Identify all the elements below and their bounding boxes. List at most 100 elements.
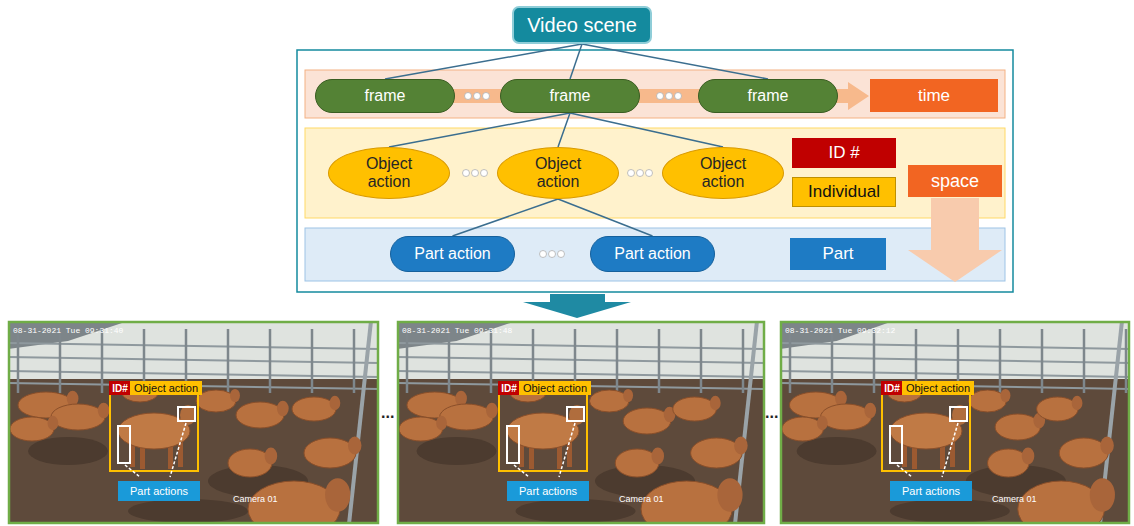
fence-post [311,329,314,393]
object-action-tag: Object action [902,381,974,395]
dot [474,93,481,100]
part-action-pill: Part action [390,236,515,272]
barn-photo [397,321,765,526]
connector-line [389,113,570,147]
leader-line [125,465,140,477]
space-arrow [908,198,1002,282]
cow-body [589,390,629,412]
timestamp: 08-31-2021 Tue 09:31:48 [402,326,512,335]
part-actions-tag: Part actions [507,481,589,501]
fence-rail [8,343,379,349]
part-actions-tag: Part actions [118,481,200,501]
part-action-pill: Part action [590,236,715,272]
outer-frame [297,50,1013,292]
cow-body [304,438,356,468]
barn-wall [8,321,379,379]
cow-head [348,437,362,455]
fence-post [269,329,272,393]
fence-post [101,329,104,393]
connector-line [453,199,559,236]
leader-line [559,423,575,477]
cow-head [325,478,350,512]
cow-body [691,438,743,468]
fence-post [17,329,20,393]
photo-content [780,321,1130,524]
cow-head [230,389,240,402]
node-text: Object action [134,382,198,394]
cow-body [236,402,284,428]
object-action-tag: Object action [519,381,591,395]
timestamp: 08-31-2021 Tue 09:32:12 [785,326,895,335]
id-box: ID # [792,138,896,168]
fence-post [490,329,493,393]
cow-head [277,401,289,417]
node-text: Individual [808,182,880,202]
fence-rail [8,357,379,363]
scene-box: Video scene [512,6,652,44]
cow-leg [178,441,183,467]
fence-post [873,329,876,393]
cow-head [330,396,341,410]
node-text: Object action [906,382,970,394]
fence-rail [397,357,765,363]
cow-leg [567,441,572,467]
dot [637,170,644,177]
dot [675,93,682,100]
node-text: ID # [828,143,859,163]
dot [666,93,673,100]
fence-rail [8,371,379,377]
connector-line [582,44,768,79]
node-text: Object action [350,155,428,192]
fence-post [353,329,356,393]
fence-post [227,329,230,393]
gate-bar [349,321,371,524]
ellipsis-dots [463,93,682,258]
photo-content [8,321,379,524]
node-text: frame [748,87,789,105]
camera-label: Camera 01 [619,494,664,504]
node-text: Video scene [527,14,637,37]
fence-rail [397,371,765,377]
fence-post [658,329,661,393]
part-actions-tag: Part actions [890,481,972,501]
object-band [305,128,1005,218]
cow-head [48,416,59,430]
barn-photo [780,321,1130,526]
node-text: frame [365,87,406,105]
frame-pill: frame [315,79,455,113]
cow-head [1001,389,1011,402]
leader-line [514,465,529,477]
cow-body [1037,397,1079,421]
photo-border [398,322,764,523]
cow-head [1100,437,1114,455]
cow-body [821,404,872,430]
cow-head [734,437,748,455]
node-text: space [931,171,979,192]
cow-head [1072,396,1083,410]
dot [628,170,635,177]
dirt-patch [417,437,497,465]
part-bbox [178,407,195,421]
cow-body [196,390,236,412]
cow-head [436,416,447,430]
node-text: Part actions [902,485,960,497]
dirt-patch [128,499,248,523]
cow-leg [950,441,955,467]
dot [472,170,479,177]
cow-head [864,403,876,419]
fence-post [789,329,792,393]
cow-head [486,403,498,419]
ellipsis: ... [381,404,394,422]
dot [646,170,653,177]
cow-head [710,396,721,410]
cow-body [995,414,1040,440]
connector-line [558,199,653,236]
object-bbox [499,389,587,471]
cow-body [782,417,824,441]
node-text: Part [822,244,853,264]
node-text: Part actions [130,485,188,497]
cow-body [292,397,336,421]
fence-post [1041,329,1044,393]
id-tag: ID# [109,381,131,395]
